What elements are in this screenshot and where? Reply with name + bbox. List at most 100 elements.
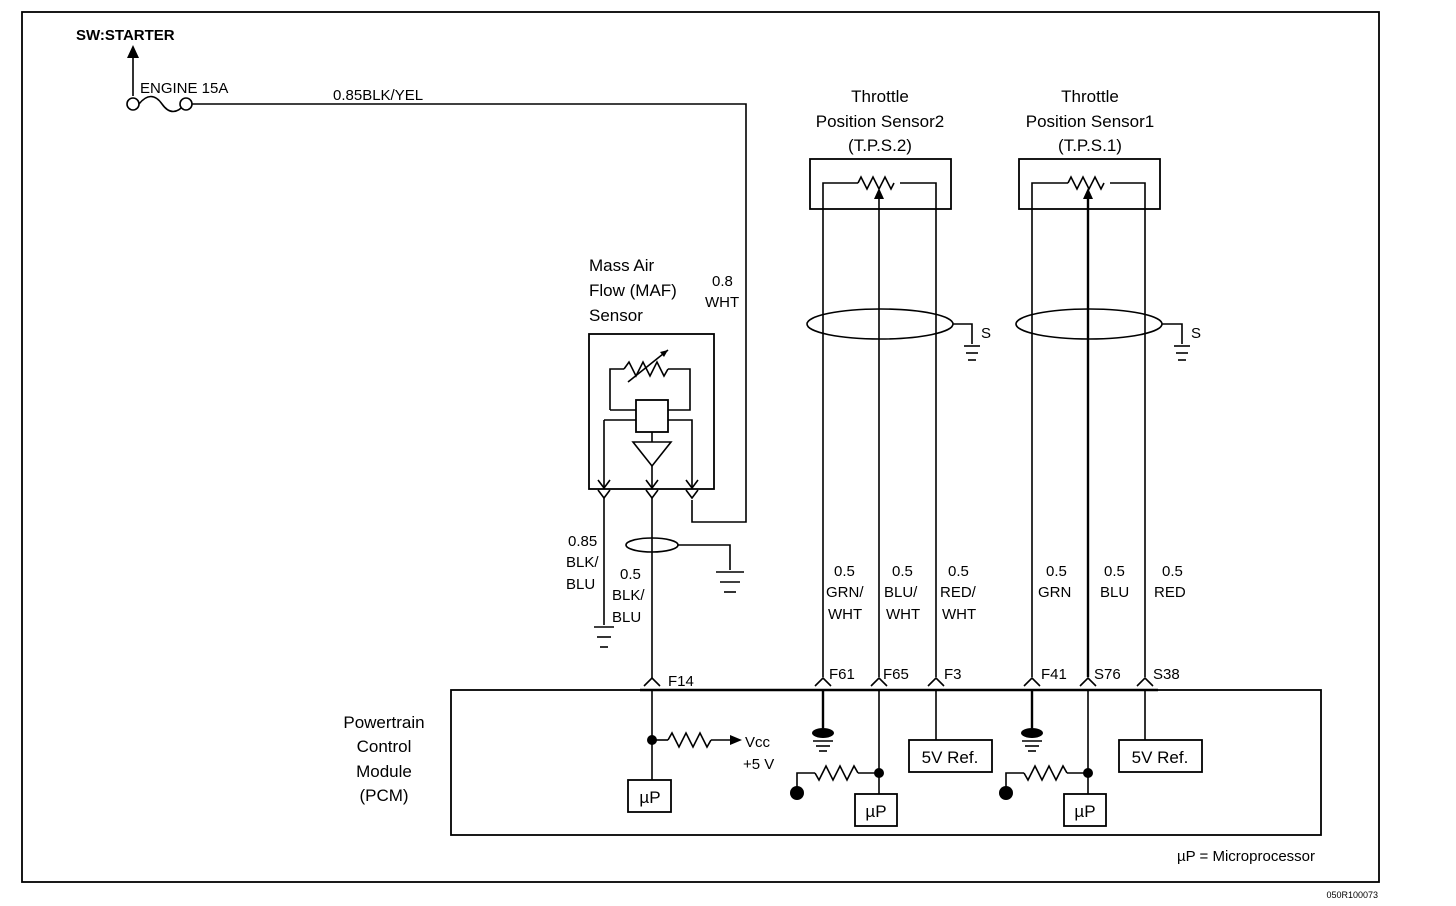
tps2-title-line2: Position Sensor2 [816,112,945,131]
pin-s38-icon [1136,676,1154,687]
tps2-wire3-line2: RED/ [940,584,977,601]
pin-f3-icon [927,676,945,687]
tps1-sensor: Throttle Position Sensor1 (T.P.S.1) S 0.… [1015,87,1201,677]
tps2-pulldown-terminal-icon [790,786,804,800]
pcm-title-line1: Powertrain [343,713,424,732]
tps1-wire1-line2: GRN [1038,584,1071,601]
pin-f3-label: F3 [944,666,962,683]
tps1-wire2-line2: BLU [1100,584,1129,601]
pcm-pullup-resistor-icon [667,731,712,749]
tps2-wire2-line1: 0.5 [892,563,913,580]
pin-f65-icon [870,676,888,687]
fuse-label: ENGINE 15A [140,80,228,97]
pin-s38-label: S38 [1153,666,1180,683]
feed-wire-label: 0.85BLK/YEL [333,87,423,104]
tps1-potentiometer-icon [1067,175,1105,191]
tps1-wire3-line2: RED [1154,584,1186,601]
micro-legend: µP = Microprocessor [1177,848,1315,865]
tps2-housing [809,158,952,210]
maf-power-wire-line1: 0.8 [712,273,733,290]
tps2-wire2-line2: BLU/ [884,584,918,601]
tps2-shield-label: S [981,325,991,342]
maf-title-line1: Mass Air [589,256,655,275]
maf-power-pin-icon [685,479,699,500]
maf-shield-ground-icon [716,571,744,593]
tps1-shield-ground-icon [1174,345,1190,361]
maf-signal-wire-line3: BLU [612,609,641,626]
vcc-arrow-icon [730,735,742,745]
tps1-title-line1: Throttle [1061,87,1119,106]
tps1-pulldown-terminal-icon [999,786,1013,800]
pcm-title-line3: Module [356,762,412,781]
maf-title-line2: Flow (MAF) [589,281,677,300]
maf-amplifier-block [635,399,669,433]
ref-tps2 [908,739,993,773]
tps2-wire2-line3: WHT [886,606,920,623]
maf-ground-wire-line2: BLK/ [566,554,599,571]
pin-f14-label: F14 [668,673,694,690]
micro-tps2-label: µP [865,802,886,821]
fuse-icon [126,95,193,113]
maf-power-wire-line2: WHT [705,294,739,311]
tps2-wire1-line2: GRN/ [826,584,864,601]
pcm-title-line4: (PCM) [359,786,408,805]
micro-maf [627,779,672,813]
tps2-potentiometer-icon [857,175,895,191]
tps2-wire3-line3: WHT [942,606,976,623]
tps2-title-line3: (T.P.S.2) [848,136,912,155]
maf-ground-wire-line1: 0.85 [568,533,597,550]
supply-section: SW:STARTER ENGINE 15A 0.85BLK/YEL [76,27,747,523]
pcm-title-line2: Control [357,737,412,756]
figure-code: 050R100073 [1326,890,1378,900]
tps2-pcm-ground-icon [812,728,834,752]
tps2-wire1-line3: WHT [828,606,862,623]
tps2-pulldown-resistor-icon [814,764,859,782]
pin-f61-label: F61 [829,666,855,683]
starter-arrow-icon [127,45,139,58]
tps2-wire3-line1: 0.5 [948,563,969,580]
source-label: SW:STARTER [76,27,175,44]
maf-sensor: Mass Air Flow (MAF) Sensor 0.8 WHT 0.85 [566,256,744,678]
tps1-wire2-line1: 0.5 [1104,563,1125,580]
tps2-shield [806,308,954,340]
tps2-sensor: Throttle Position Sensor2 (T.P.S.2) S 0.… [806,87,991,677]
micro-tps1-label: µP [1074,802,1095,821]
ref-tps1 [1118,739,1203,773]
tps1-pulldown-resistor-icon [1023,764,1068,782]
pin-f41-icon [1023,676,1041,687]
tps1-wiper-arrow-icon [1083,188,1093,199]
maf-signal-wire-line2: BLK/ [612,587,645,604]
vcc-label-line2: +5 V [743,756,774,773]
tps1-housing [1018,158,1161,210]
pcm-module: Powertrain Control Module (PCM) F14 F61 … [343,666,1322,836]
maf-signal-wire-line1: 0.5 [620,566,641,583]
maf-ground-icon [594,626,614,648]
micro-tps1 [1063,793,1107,827]
tps2-wire1-line1: 0.5 [834,563,855,580]
pin-f61-icon [814,676,832,687]
pin-f65-label: F65 [883,666,909,683]
micro-maf-label: µP [639,788,660,807]
feed-wire [192,103,747,523]
pin-f41-label: F41 [1041,666,1067,683]
pin-s76-label: S76 [1094,666,1121,683]
tps2-wiper-arrow-icon [874,188,884,199]
maf-ground-wire-line3: BLU [566,576,595,593]
maf-buffer-icon [631,441,673,468]
vcc-label-line1: Vcc [745,734,771,751]
tps1-wire3-line1: 0.5 [1162,563,1183,580]
pin-s76-icon [1079,676,1097,687]
tps2-title-line1: Throttle [851,87,909,106]
maf-title-line3: Sensor [589,306,643,325]
tps1-pcm-ground-icon [1021,728,1043,752]
tps1-wire1-line1: 0.5 [1046,563,1067,580]
maf-variable-resistor-icon [623,360,669,378]
micro-tps2 [854,793,898,827]
diagram-frame [21,11,1380,883]
tps1-title-line3: (T.P.S.1) [1058,136,1122,155]
tps1-title-line2: Position Sensor1 [1026,112,1155,131]
ref-tps2-label: 5V Ref. [922,748,979,767]
pin-f14-icon [643,676,661,687]
ref-tps1-label: 5V Ref. [1132,748,1189,767]
